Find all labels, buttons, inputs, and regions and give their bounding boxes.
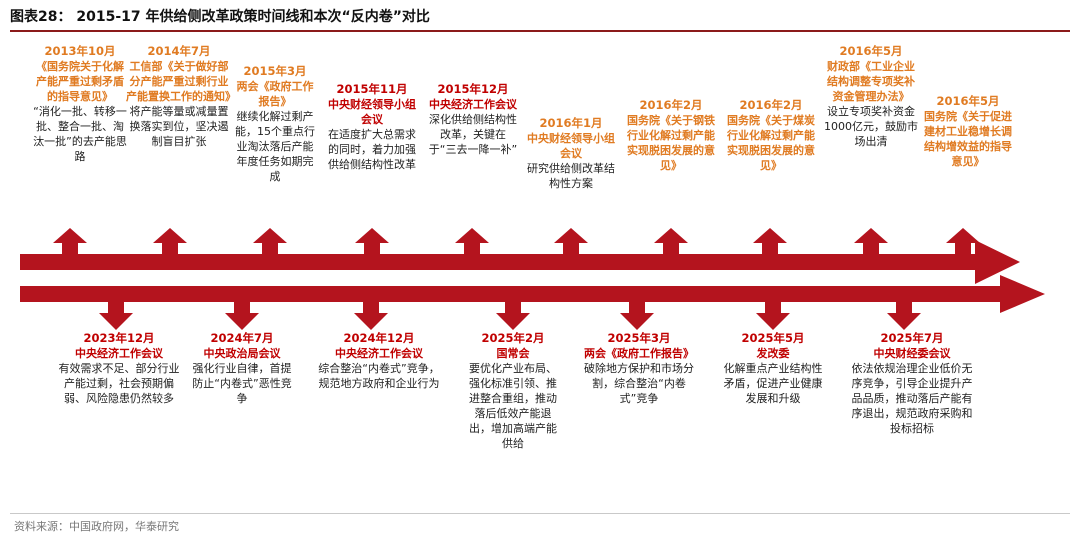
down-arrow-2 [225,302,259,330]
up-arrow-7 [654,228,688,254]
event-org: 中央财经领导小组会议 [527,132,615,160]
event-text: 破除地方保护和市场分割，综合整治“内卷式”竞争 [584,362,694,405]
event-date: 2023年12月 [83,331,155,345]
event-document: 国务院《关于煤炭行业化解过剩产能实现脱困发展的意见》 [727,114,815,172]
down-arrow-5 [620,302,654,330]
event-2016-05-building: 2016年5月 国务院《关于促进建材工业稳增长调结构增效益的指导意见》 [922,93,1014,169]
event-date: 2015年11月 [336,82,408,96]
event-text: 将产能等量或减量置换落实到位，坚决遏制盲目扩张 [129,105,229,148]
event-2014-07: 2014年7月 工信部《关于做好部分产能严重过剩行业产能置换工作的通知》 将产能… [126,43,236,149]
event-date: 2016年5月 [839,44,903,58]
event-document: 《国务院关于化解产能严重过剩矛盾的指导意见》 [36,60,124,103]
up-arrow-2 [153,228,187,254]
event-document: 两会《政府工作报告》 [236,80,314,108]
event-org: 中央财经领导小组会议 [328,98,416,126]
up-arrow-4 [355,228,389,254]
event-text: “消化一批、转移一批、整合一批、淘汰一批”的去产能思路 [33,105,127,163]
source-divider [10,513,1070,514]
event-2024-12: 2024年12月 中央经济工作会议 综合整治“内卷式”竞争，规范地方政府和企业行… [316,330,442,391]
down-arrow-1 [99,302,133,330]
event-org: 中央政治局会议 [203,347,281,360]
event-text: 综合整治“内卷式”竞争，规范地方政府和企业行为 [318,362,440,390]
event-text: 强化行业自律，首提防止“内卷式”恶性竞争 [192,362,292,405]
event-date: 2016年2月 [639,98,703,112]
event-date: 2013年10月 [44,44,116,58]
event-date: 2025年7月 [880,331,944,345]
event-2013-10: 2013年10月 《国务院关于化解产能严重过剩矛盾的指导意见》 “消化一批、转移… [31,43,129,164]
event-text: 在适度扩大总需求的同时，着力加强供给侧结构性改革 [328,128,416,171]
title-divider [10,30,1070,32]
event-org: 中央经济工作会议 [75,347,163,360]
event-date: 2024年7月 [210,331,274,345]
up-arrow-1 [53,228,87,254]
event-date: 2016年1月 [539,116,603,130]
event-text: 有效需求不足、部分行业产能过剩，社会预期偏弱、风险隐患仍然较多 [58,362,180,405]
event-date: 2016年2月 [739,98,803,112]
event-date: 2015年3月 [243,64,307,78]
event-2025-07: 2025年7月 中央财经委会议 依法依规治理企业低价无序竞争，引导企业提升产品品… [850,330,974,436]
up-arrow-3 [253,228,287,254]
event-2016-05-finance: 2016年5月 财政部《工业企业结构调整专项奖补资金管理办法》 设立专项奖补资金… [823,43,919,149]
up-arrow-10 [946,228,980,254]
event-2024-07: 2024年7月 中央政治局会议 强化行业自律，首提防止“内卷式”恶性竞争 [192,330,292,406]
event-date: 2015年12月 [437,82,509,96]
event-text: 继续化解过剩产能，15个重点行业淘汰落后产能年度任务如期完成 [235,110,315,183]
up-arrow-8 [753,228,787,254]
event-date: 2025年5月 [741,331,805,345]
event-2016-02-steel: 2016年2月 国务院《关于钢铁行业化解过剩产能实现脱困发展的意见》 [624,97,718,173]
event-document: 工信部《关于做好部分产能严重过剩行业产能置换工作的通知》 [126,60,236,103]
down-arrow-7 [887,302,921,330]
upper-event-markers [53,228,980,254]
event-text: 设立专项奖补资金1000亿元，鼓励市场出清 [824,105,918,148]
down-arrow-4 [496,302,530,330]
event-org: 国常会 [496,347,530,360]
event-document: 国务院《关于促进建材工业稳增长调结构增效益的指导意见》 [924,110,1012,168]
up-arrow-6 [554,228,588,254]
down-arrow-6 [756,302,790,330]
event-2015-03: 2015年3月 两会《政府工作报告》 继续化解过剩产能，15个重点行业淘汰落后产… [235,63,315,184]
event-date: 2016年5月 [936,94,1000,108]
event-text: 深化供给侧结构性改革，关键在于“三去一降一补” [428,113,518,156]
event-2016-01: 2016年1月 中央财经领导小组会议 研究供给侧改革结构性方案 [527,115,615,191]
up-arrow-5 [455,228,489,254]
event-date: 2024年12月 [343,331,415,345]
event-2025-02: 2025年2月 国常会 要优化产业布局、强化标准引领、推进整合重组，推动落后低效… [466,330,560,451]
event-2016-02-coal: 2016年2月 国务院《关于煤炭行业化解过剩产能实现脱困发展的意见》 [724,97,818,173]
event-text: 研究供给侧改革结构性方案 [527,162,615,190]
event-2015-11: 2015年11月 中央财经领导小组会议 在适度扩大总需求的同时，着力加强供给侧结… [328,81,416,172]
figure-title: 图表28： 2015-17 年供给侧改革政策时间线和本次“反内卷”对比 [10,9,430,25]
event-org: 中央经济工作会议 [429,98,517,111]
event-2023-12: 2023年12月 中央经济工作会议 有效需求不足、部分行业产能过剩，社会预期偏弱… [56,330,182,406]
up-arrow-9 [854,228,888,254]
event-text: 要优化产业布局、强化标准引领、推进整合重组，推动落后低效产能退出，增加高端产能供… [469,362,557,450]
event-document: 财政部《工业企业结构调整专项奖补资金管理办法》 [827,60,915,103]
event-2025-03: 2025年3月 两会《政府工作报告》 破除地方保护和市场分割，综合整治“内卷式”… [584,330,694,406]
event-date: 2014年7月 [147,44,211,58]
event-text: 化解重点产业结构性矛盾，促进产业健康发展和升级 [723,362,823,405]
event-date: 2025年3月 [607,331,671,345]
event-2025-05: 2025年5月 发改委 化解重点产业结构性矛盾，促进产业健康发展和升级 [723,330,823,406]
source-note: 资料来源：中国政府网，华泰研究 [14,520,179,533]
event-2015-12: 2015年12月 中央经济工作会议 深化供给侧结构性改革，关键在于“三去一降一补… [428,81,518,157]
event-text: 依法依规治理企业低价无序竞争，引导企业提升产品品质，推动落后产能有序退出，规范政… [851,362,973,435]
event-org: 两会《政府工作报告》 [584,347,694,360]
lower-timeline-arrow [20,275,1045,313]
down-arrow-3 [354,302,388,330]
upper-timeline-arrow [20,240,1020,284]
event-date: 2025年2月 [481,331,545,345]
lower-event-markers [99,302,921,330]
event-document: 国务院《关于钢铁行业化解过剩产能实现脱困发展的意见》 [627,114,715,172]
event-org: 中央经济工作会议 [335,347,423,360]
event-org: 中央财经委会议 [873,347,951,360]
event-org: 发改委 [756,347,790,360]
